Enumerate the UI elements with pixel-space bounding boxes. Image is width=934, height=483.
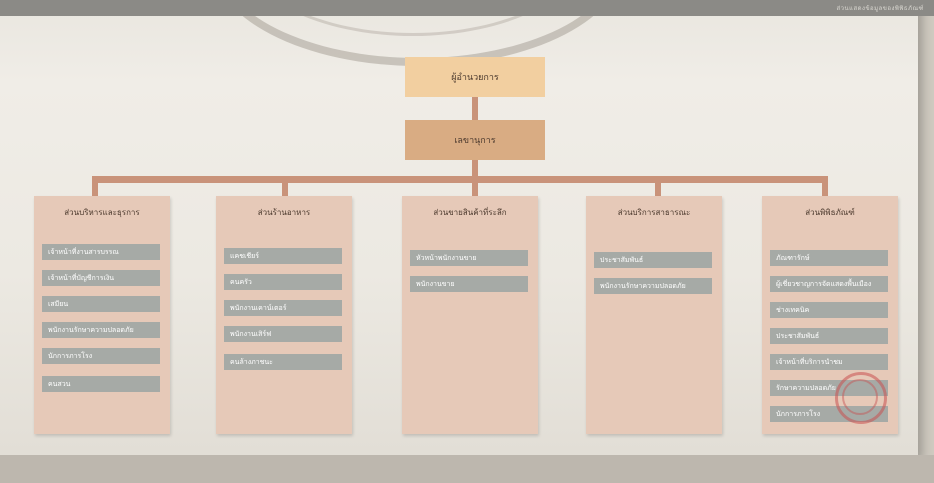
red-seal-stamp <box>835 372 887 424</box>
position-item: พนักงานรักษาความปลอดภัย <box>42 322 160 338</box>
department-souvenir: ส่วนขายสินค้าที่ระลึก หัวหน้าพนักงานขาย … <box>402 196 538 434</box>
position-item: เจ้าหน้าที่งานสารบรรณ <box>42 244 160 260</box>
position-item: เสมียน <box>42 296 160 312</box>
position-item: นักการภารโรง <box>42 348 160 364</box>
connector-drop <box>822 176 828 196</box>
position-item: คนล้างภาชนะ <box>224 354 342 370</box>
position-item: พนักงานรักษาความปลอดภัย <box>594 278 712 294</box>
connector-drop <box>282 176 288 196</box>
position-item: แคชเชียร์ <box>224 248 342 264</box>
position-item: ภัณฑารักษ์ <box>770 250 888 266</box>
department-public-service: ส่วนบริการสาธารณะ ประชาสัมพันธ์ พนักงานร… <box>586 196 722 434</box>
position-item: คนครัว <box>224 274 342 290</box>
top-band-fine-print: ส่วนแสดงข้อมูลของพิพิธภัณฑ์ <box>836 5 924 12</box>
department-title: ส่วนร้านอาหาร <box>257 208 311 217</box>
connector-drop <box>655 176 661 196</box>
org-chart-board: พิทักษ์ ผู้อำนวยการ เลขานุการ ส่วนบริหาร… <box>0 0 918 455</box>
department-museum: ส่วนพิพิธภัณฑ์ ภัณฑารักษ์ ผู้เชี่ยวชาญกา… <box>762 196 898 434</box>
position-item: คนสวน <box>42 376 160 392</box>
department-title: ส่วนขายสินค้าที่ระลึก <box>433 208 507 217</box>
red-seal-inner <box>842 379 878 415</box>
position-item: พนักงานเสิร์ฟ <box>224 326 342 342</box>
director-box: ผู้อำนวยการ <box>405 57 545 97</box>
department-admin: ส่วนบริหารและธุรการ เจ้าหน้าที่งานสารบรร… <box>34 196 170 434</box>
position-item: ผู้เชี่ยวชาญการจัดแสดงพื้นเมือง <box>770 276 888 292</box>
position-item: ช่างเทคนิค <box>770 302 888 318</box>
department-restaurant: ส่วนร้านอาหาร แคชเชียร์ คนครัว พนักงานเค… <box>216 196 352 434</box>
connector-drop <box>472 176 478 196</box>
position-item: ประชาสัมพันธ์ <box>594 252 712 268</box>
department-title: ส่วนพิพิธภัณฑ์ <box>805 208 855 217</box>
position-item: พนักงานเคาน์เตอร์ <box>224 300 342 316</box>
position-item: หัวหน้าพนักงานขาย <box>410 250 528 266</box>
connector-drop <box>92 176 98 196</box>
position-item: เจ้าหน้าที่บริการนำชม <box>770 354 888 370</box>
connector-line <box>472 97 478 120</box>
connector-bus <box>92 176 828 183</box>
top-band: ส่วนแสดงข้อมูลของพิพิธภัณฑ์ <box>0 0 934 16</box>
floor <box>0 455 934 483</box>
position-item: ประชาสัมพันธ์ <box>770 328 888 344</box>
position-item: พนักงานขาย <box>410 276 528 292</box>
department-title: ส่วนบริการสาธารณะ <box>617 208 691 217</box>
secretary-box: เลขานุการ <box>405 120 545 160</box>
position-item: เจ้าหน้าที่บัญชีการเงิน <box>42 270 160 286</box>
connector-line <box>472 160 478 180</box>
department-title: ส่วนบริหารและธุรการ <box>64 208 140 217</box>
